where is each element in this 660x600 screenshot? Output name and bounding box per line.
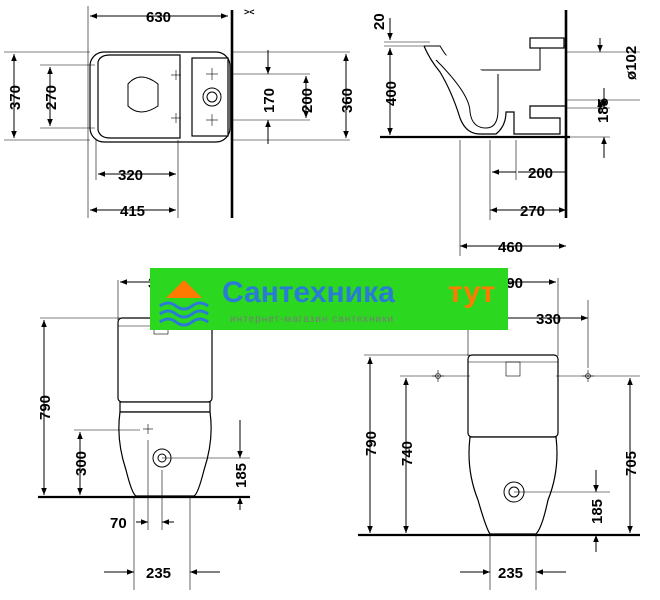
- front-cistern: [117, 317, 213, 403]
- waves-logo-icon: [159, 280, 209, 327]
- dim-rear-235: 235: [498, 565, 523, 582]
- dim-side-20: 20: [371, 13, 388, 30]
- bowl-section: [423, 45, 566, 135]
- cistern-top: [191, 57, 229, 137]
- dim-top-seat: 270: [43, 85, 60, 110]
- top-view: 630 >< 370 270 320 415 170 200 360: [4, 6, 356, 220]
- fixing-crosses: [171, 68, 218, 126]
- watermark-tagline: интернет-магазин сантехники: [230, 314, 394, 325]
- dim-rear-185: 185: [589, 499, 606, 524]
- dim-top-depth: 370: [7, 85, 24, 110]
- rear-pedestal: [468, 436, 558, 535]
- watermark-brand-accent: тут: [448, 276, 495, 309]
- dim-side-270: 270: [520, 203, 545, 220]
- dim-rear-705: 705: [623, 451, 640, 476]
- dim-side-diameter: ø102: [623, 46, 640, 80]
- bowl-opening: [127, 76, 159, 113]
- rear-cistern: [467, 354, 559, 438]
- seat-lid-outline: [97, 54, 181, 139]
- dim-front-70: 70: [110, 515, 127, 532]
- trapway: [435, 59, 499, 129]
- dim-side-460: 460: [498, 239, 523, 256]
- front-seat: [119, 401, 211, 413]
- flush-button-circle: [202, 87, 222, 107]
- svg-text:><: ><: [244, 7, 255, 17]
- dim-top-bowl-length: 415: [120, 203, 145, 220]
- dim-rear-740: 740: [399, 441, 416, 466]
- dim-front-235: 235: [146, 565, 171, 582]
- dim-side-400: 400: [383, 81, 400, 106]
- rear-view: 390 330 790 740 705 185 235: [358, 275, 640, 590]
- watermark-bar: [150, 268, 508, 330]
- dim-top-width: 630: [146, 9, 171, 26]
- dim-front-790: 790: [37, 395, 54, 420]
- dim-front-185: 185: [233, 463, 250, 488]
- dim-rear-330: 330: [536, 311, 561, 328]
- dim-front-300: 300: [73, 451, 90, 476]
- watermark-brand: Сантехника: [222, 276, 395, 309]
- dim-side-200: 200: [528, 165, 553, 182]
- side-view: 20 400 ø102 185 200 270 460: [371, 10, 640, 256]
- dim-top-360: 360: [339, 88, 356, 113]
- dim-top-seat-width: 320: [118, 167, 143, 184]
- dim-side-185: 185: [595, 98, 612, 123]
- dim-top-170: 170: [261, 88, 278, 113]
- dim-rear-790: 790: [363, 431, 380, 456]
- cistern-section: [529, 37, 565, 49]
- watermark-banner: Сантехника тут интернет-магазин сантехни…: [150, 268, 508, 330]
- front-pedestal: [118, 411, 212, 497]
- dim-top-200: 200: [299, 88, 316, 113]
